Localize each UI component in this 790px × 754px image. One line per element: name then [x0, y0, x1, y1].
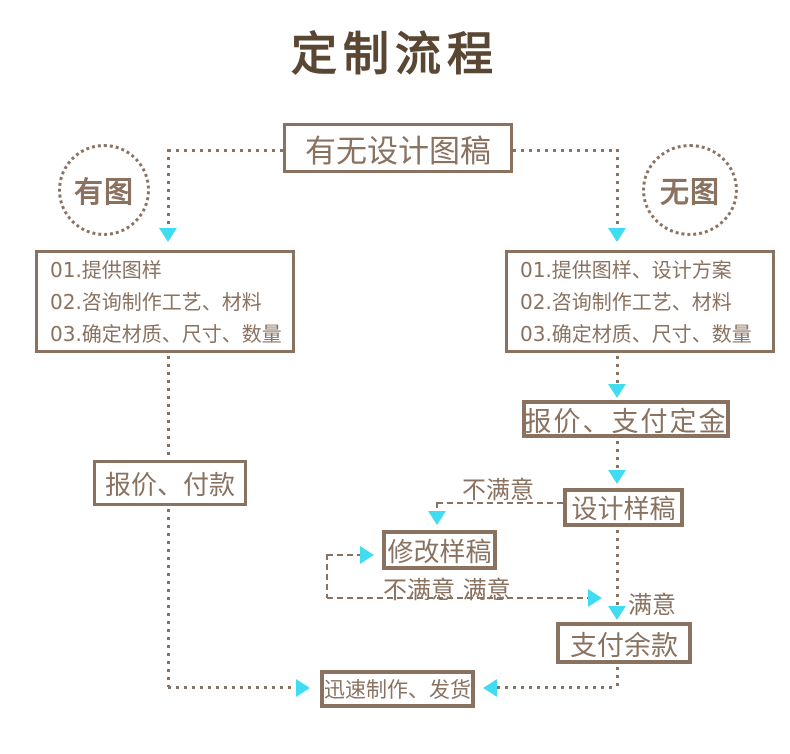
branch-has-image-circle: 有图 [58, 144, 150, 236]
step-line: 01.提供图样、设计方案 [520, 257, 732, 282]
connector-rightsteps-to-deposit [616, 356, 619, 383]
revise-draft-box: 修改样稿 [382, 530, 497, 570]
step-line: 03.确定材质、尺寸、数量 [50, 321, 282, 346]
production-shipping-box: 迅速制作、发货 [320, 670, 475, 708]
connector-revise-loop [326, 554, 328, 598]
decision-box: 有无设计图稿 [283, 123, 513, 173]
step-line: 02.咨询制作工艺、材料 [50, 289, 262, 314]
pay-balance-box: 支付余款 [556, 622, 692, 664]
step-line: 02.咨询制作工艺、材料 [520, 289, 732, 314]
connector-quote-to-final [167, 509, 170, 687]
arrow-down-icon [608, 470, 626, 484]
quote-payment-box: 报价、付款 [93, 460, 247, 506]
quote-deposit-box: 报价、支付定金 [522, 400, 730, 438]
satisfied-label: 满意 [628, 591, 676, 619]
connector-balance-to-final [497, 686, 617, 689]
step-line: 03.确定材质、尺寸、数量 [520, 321, 752, 346]
connector-decision-to-left [168, 149, 283, 152]
connector-unsatisfied-to-revise [436, 502, 438, 511]
connector-quote-to-final [168, 686, 296, 689]
connector-leftsteps-to-quote [167, 356, 170, 456]
page-title: 定制流程 [291, 27, 499, 81]
steps-left-box: 01.提供图样 02.咨询制作工艺、材料 03.确定材质、尺寸、数量 [35, 250, 295, 353]
design-draft-box: 设计样稿 [563, 488, 684, 527]
connector-balance-to-final [616, 667, 619, 687]
arrow-down-icon [428, 511, 446, 525]
connector-draft-to-balance [616, 530, 619, 606]
steps-right-box: 01.提供图样、设计方案 02.咨询制作工艺、材料 03.确定材质、尺寸、数量 [505, 250, 775, 353]
connector-revise-loop [327, 554, 360, 556]
arrow-down-icon [608, 228, 626, 242]
arrow-right-icon [588, 589, 602, 607]
connector-unsatisfied-to-revise [437, 502, 563, 504]
connector-satisfied-path [327, 597, 588, 599]
arrow-down-icon [159, 228, 177, 242]
arrow-left-icon [483, 679, 497, 697]
unsatisfied-label: 不满意 [462, 476, 534, 504]
arrow-down-icon [608, 384, 626, 398]
arrow-down-icon [608, 606, 626, 620]
unsatisfied-satisfied-label: 不满意 满意 [383, 576, 511, 604]
step-line: 01.提供图样 [50, 257, 162, 282]
arrow-right-icon [296, 679, 310, 697]
arrow-right-icon [360, 546, 374, 564]
connector-decision-to-right [513, 149, 617, 152]
branch-no-image-circle: 无图 [642, 144, 738, 236]
connector-deposit-to-draft [616, 441, 619, 470]
connector-decision-to-right [616, 149, 619, 228]
connector-decision-to-left [167, 149, 170, 228]
